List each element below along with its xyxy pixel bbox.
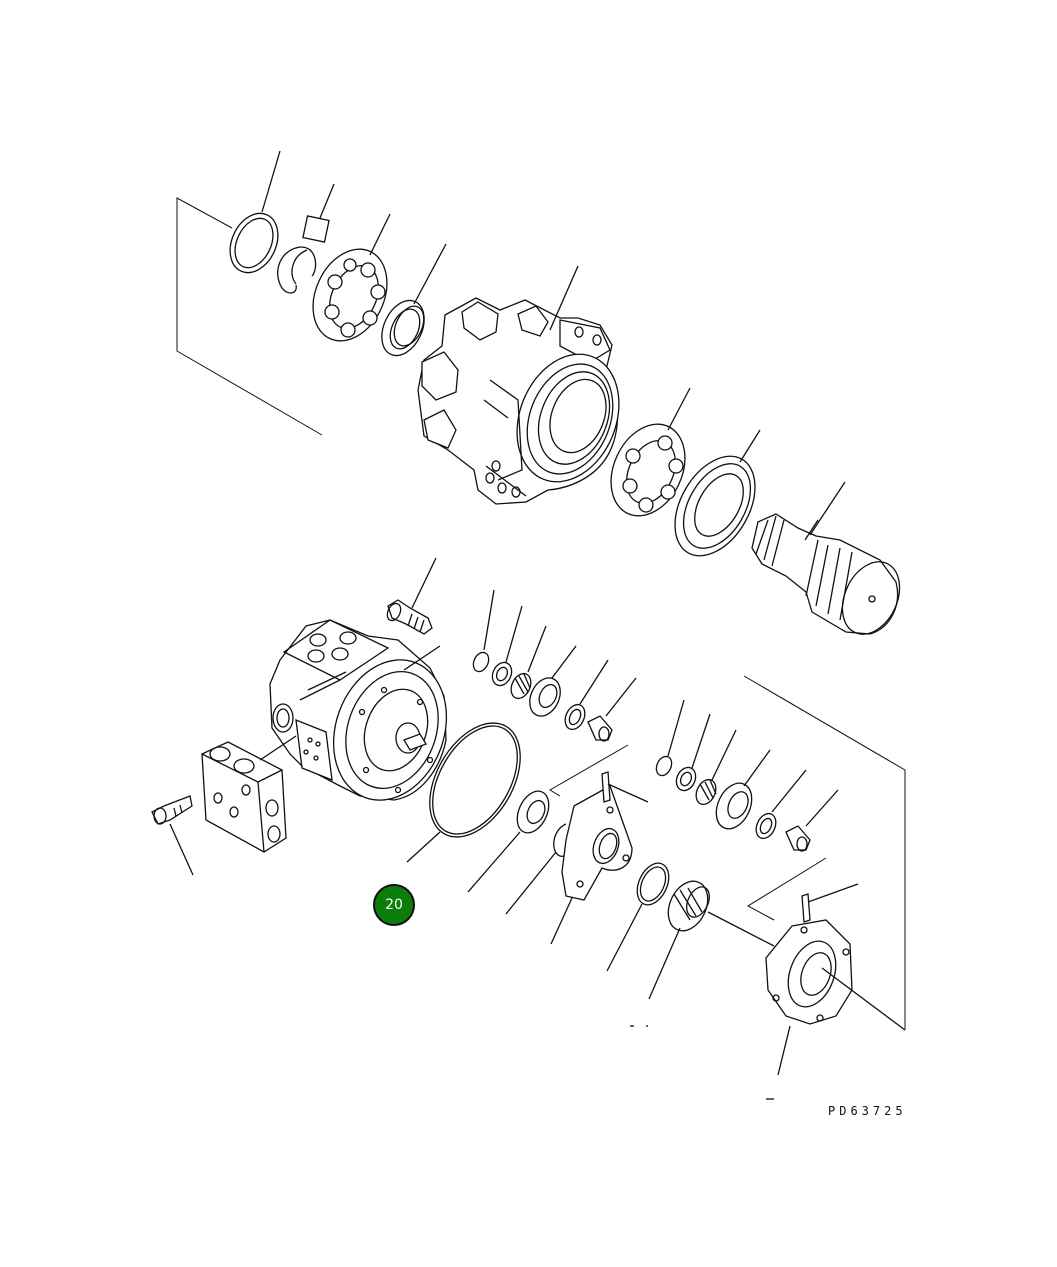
gear-train-row-1 <box>472 589 637 797</box>
valve-bolt-part <box>151 795 194 876</box>
drawing-number: PD63725 <box>828 1104 907 1118</box>
split-retainer-part <box>277 183 335 294</box>
lower-group-bracket <box>743 675 906 1030</box>
mounting-bolt-part <box>386 557 437 635</box>
o-ring-part <box>406 722 521 863</box>
gear-housing-part <box>417 265 620 505</box>
coupling-part <box>606 862 906 1076</box>
gear-train-row-2 <box>655 699 839 921</box>
hydraulic-motor-part <box>269 619 448 801</box>
ball-bearing-2-part <box>610 387 691 517</box>
valve-block-part <box>201 735 297 853</box>
drawing-marks <box>630 1025 774 1100</box>
planet-carrier-part <box>467 771 649 945</box>
spline-shaft-part <box>751 481 901 635</box>
ball-bearing-part <box>312 213 391 342</box>
snap-ring-part <box>229 150 281 274</box>
roller-bearing-part <box>381 243 447 357</box>
part-callout-20[interactable]: 20 <box>373 884 415 926</box>
oil-seal-part <box>674 429 761 557</box>
upper-group-bracket <box>176 197 323 436</box>
